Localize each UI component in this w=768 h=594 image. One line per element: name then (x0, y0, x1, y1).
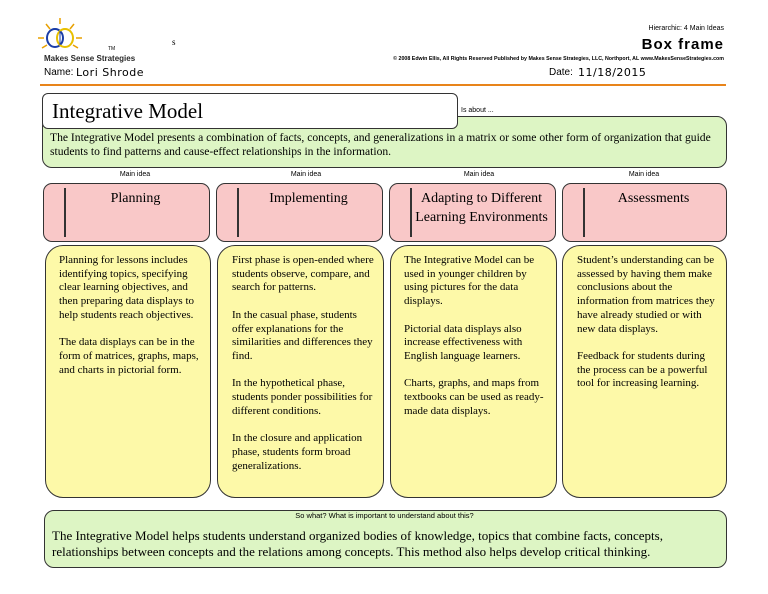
main-idea-box-implementing: Implementing (216, 183, 383, 242)
box-divider (64, 188, 66, 237)
details-box-planning (45, 245, 211, 498)
detail-paragraph: Student’s understanding can be assessed … (577, 254, 715, 335)
detail-paragraph: The data displays can be in the form of … (59, 336, 199, 376)
main-idea-title: Implementing (269, 191, 348, 206)
box-divider (410, 188, 412, 237)
organizer-type: Hierarchic: 4 Main Ideas (648, 25, 724, 32)
is-about-label: Is about ... (461, 107, 494, 114)
detail-paragraph: Feedback for students during the process… (577, 349, 708, 390)
details-box-assessments (562, 245, 727, 498)
details-box-adapting (390, 245, 557, 498)
details-text-assessments: Student’s understanding can be assessed … (577, 254, 719, 405)
copyright-line: © 2008 Edwin Ellis, All Rights Reserved … (393, 56, 724, 62)
detail-paragraph: The Integrative Model can be used in you… (404, 254, 535, 308)
detail-paragraph: In the closure and application phase, st… (232, 432, 363, 472)
main-idea-label: Main idea (119, 171, 151, 178)
main-idea-label: Main idea (290, 171, 322, 178)
detail-paragraph: First phase is open-ended where students… (232, 254, 374, 294)
name-label: Name: (44, 67, 74, 78)
trademark: TM (108, 46, 116, 52)
so-what-box (44, 510, 727, 568)
main-idea-title: Planning (110, 191, 161, 206)
detail-paragraph: Charts, graphs, and maps from textbooks … (404, 377, 544, 417)
topic-title: Integrative Model (52, 99, 204, 123)
details-text-implementing: First phase is open-ended where students… (232, 254, 377, 487)
details-text-adapting: The Integrative Model can be used in you… (404, 254, 549, 432)
main-idea-label: Main idea (463, 171, 495, 178)
detail-paragraph: Pictorial data displays also increase ef… (404, 322, 523, 362)
frame-title: Box frame (641, 36, 724, 53)
so-what-label: So what? What is important to understand… (295, 511, 474, 520)
detail-paragraph: Planning for lessons includes identifyin… (59, 254, 195, 321)
details-text-planning: Planning for lessons includes identifyin… (59, 254, 204, 391)
brand-name: Makes Sense Strategies (44, 54, 136, 63)
header-divider (40, 84, 726, 86)
main-idea-box-assessments: Assessments (562, 183, 727, 242)
lightbulb-logo-icon (34, 14, 94, 56)
main-idea-box-adapting: Adapting to Different Learning Environme… (389, 183, 556, 242)
box-divider (583, 188, 585, 237)
topic-title-box (42, 93, 458, 129)
date-label: Date: (549, 67, 573, 78)
details-box-implementing (217, 245, 384, 498)
main-idea-label: Main idea (628, 171, 660, 178)
s-mark: s (172, 37, 176, 47)
detail-paragraph: In the hypothetical phase, students pond… (232, 377, 373, 417)
main-idea-box-planning: Planning (43, 183, 210, 242)
topic-description: The Integrative Model presents a combina… (50, 131, 711, 158)
main-idea-title: Adapting to Different Learning Environme… (415, 191, 548, 225)
main-idea-title: Assessments (617, 191, 690, 206)
so-what-text: The Integrative Model helps students und… (52, 528, 663, 559)
date-value: 11/18/2015 (578, 66, 647, 79)
detail-paragraph: In the casual phase, students offer expl… (232, 308, 373, 362)
box-divider (237, 188, 239, 237)
name-value: Lori Shrode (76, 66, 144, 79)
